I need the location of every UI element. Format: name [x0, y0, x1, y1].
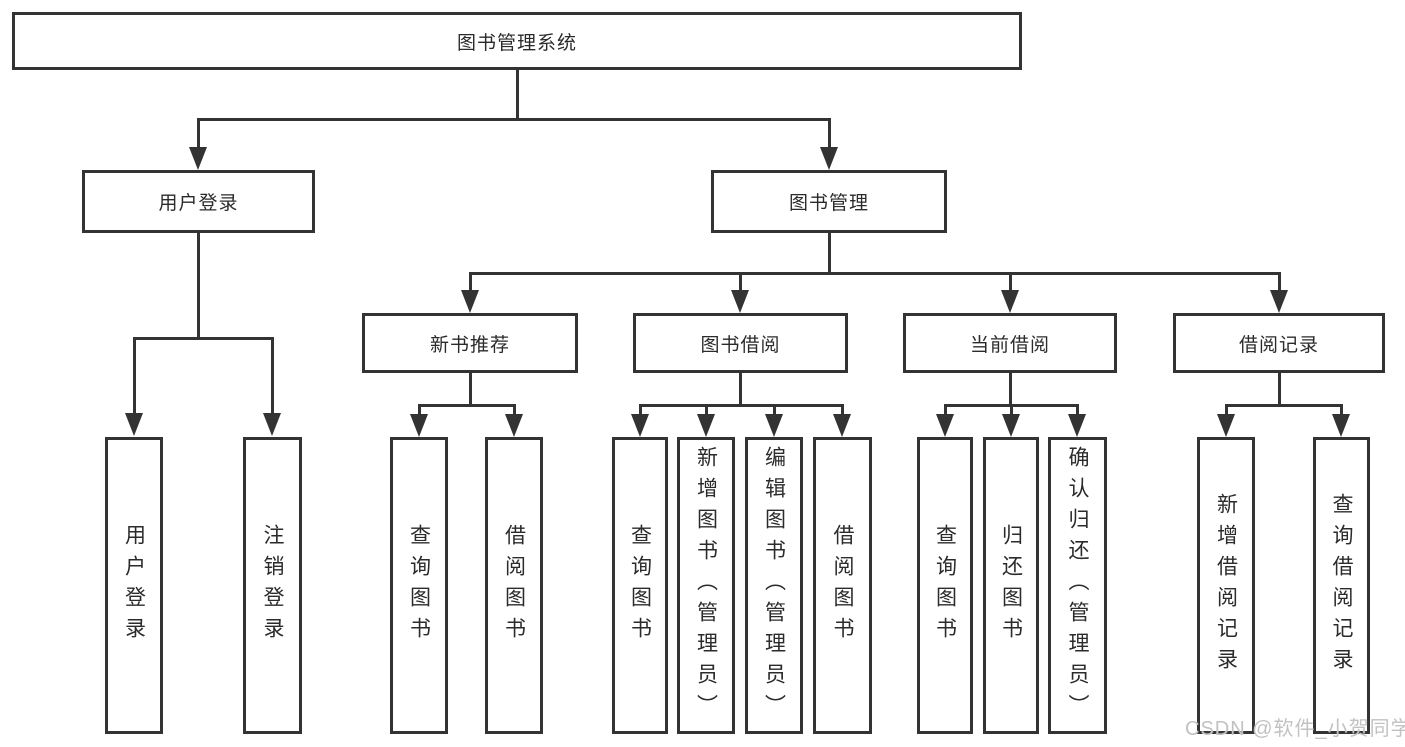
node-cb-return-books: 归还图书: [983, 437, 1039, 734]
connector-root-hline: [197, 118, 831, 121]
node-user-login-branch: 用户登录: [82, 170, 315, 233]
connector-mgmt-s4-shaft: [1278, 272, 1281, 294]
node-cb-confirm-return-admin-label: 确认归还（管理员）: [1066, 446, 1089, 725]
arrowhead-user-leaf2-icon: [263, 413, 281, 436]
connector-root-stem: [516, 70, 519, 118]
connector-user-leaf2-shaft: [271, 337, 274, 417]
arrowhead-newbook-l2-icon: [505, 414, 523, 437]
arrowhead-current-icon: [1001, 290, 1019, 313]
arrowhead-current-l1-icon: [936, 414, 954, 437]
node-user-login-leaf-label: 用户登录: [122, 523, 146, 648]
connector-mgmt-s1-shaft: [469, 272, 472, 294]
arrowhead-new-book-icon: [461, 290, 479, 313]
connector-borrowing-l3-shaft: [773, 404, 776, 418]
node-system-root-label: 图书管理系统: [456, 32, 577, 54]
connector-current-stem: [1009, 373, 1012, 407]
connector-root-to-mgmt-shaft: [828, 118, 831, 152]
arrowhead-borrowing-l3-icon: [765, 414, 783, 437]
node-bb-add-books-admin: 新增图书（管理员）: [677, 437, 735, 734]
arrowhead-borrowing-l2-icon: [697, 414, 715, 437]
node-book-borrowing: 图书借阅: [633, 313, 848, 373]
arrowhead-borrowing-l4-icon: [833, 414, 851, 437]
node-borrowing-records: 借阅记录: [1173, 313, 1385, 373]
node-nb-borrow-books-label: 借阅图书: [502, 523, 526, 648]
connector-mgmt-hline: [469, 272, 1281, 275]
node-bb-edit-books-admin-label: 编辑图书（管理员）: [762, 446, 786, 725]
connector-newbook-l2-shaft: [513, 404, 516, 418]
connector-user-hline: [133, 337, 274, 340]
connector-borrowing-hline: [639, 404, 844, 407]
node-cb-confirm-return-admin: 确认归还（管理员）: [1048, 437, 1107, 734]
arrowhead-newbook-l1-icon: [410, 414, 428, 437]
node-br-query-record-label: 查询借阅记录: [1330, 492, 1353, 679]
arrowhead-borrowing-l1-icon: [631, 414, 649, 437]
node-book-management-label: 图书管理: [788, 193, 869, 214]
node-bb-borrow-books: 借阅图书: [813, 437, 872, 734]
node-bb-add-books-admin-label: 新增图书（管理员）: [694, 446, 718, 725]
node-br-add-record-label: 新增借阅记录: [1214, 492, 1238, 679]
node-bb-borrow-books-label: 借阅图书: [831, 523, 854, 648]
connector-records-l2-shaft: [1340, 404, 1343, 418]
node-new-book-recommend-label: 新书推荐: [429, 334, 510, 356]
connector-borrowing-l1-shaft: [639, 404, 642, 418]
arrowhead-user-leaf1-icon: [125, 413, 143, 436]
node-book-borrowing-label: 图书借阅: [700, 334, 781, 356]
node-nb-query-books: 查询图书: [390, 437, 448, 734]
arrowhead-to-user-login-icon: [189, 147, 207, 170]
connector-newbook-hline: [418, 404, 516, 407]
connector-root-to-user-shaft: [197, 118, 200, 152]
connector-user-stem: [197, 233, 200, 337]
connector-current-l3-shaft: [1076, 404, 1079, 418]
arrowhead-to-book-mgmt-icon: [820, 147, 838, 170]
connector-borrowing-l2-shaft: [705, 404, 708, 418]
connector-newbook-stem: [469, 373, 472, 407]
node-book-management: 图书管理: [711, 170, 947, 233]
node-nb-borrow-books: 借阅图书: [485, 437, 543, 734]
node-new-book-recommend: 新书推荐: [362, 313, 578, 373]
node-cb-query-books: 查询图书: [917, 437, 973, 734]
arrowhead-records-l2-icon: [1332, 414, 1350, 437]
connector-borrowing-l4-shaft: [841, 404, 844, 418]
connector-records-hline: [1225, 404, 1343, 407]
node-current-borrowing-label: 当前借阅: [969, 334, 1050, 356]
connector-newbook-l1-shaft: [418, 404, 421, 418]
connector-mgmt-s3-shaft: [1009, 272, 1012, 294]
connector-borrowing-stem: [739, 373, 742, 407]
arrowhead-borrowing-icon: [731, 290, 749, 313]
node-system-root: 图书管理系统: [12, 12, 1022, 70]
arrowhead-current-l2-icon: [1002, 414, 1020, 437]
arrowhead-records-icon: [1270, 290, 1288, 313]
arrowhead-current-l3-icon: [1068, 414, 1086, 437]
node-user-login-leaf: 用户登录: [105, 437, 163, 734]
connector-mgmt-stem: [828, 233, 831, 275]
node-bb-query-books: 查询图书: [612, 437, 668, 734]
node-logout-leaf-label: 注销登录: [261, 523, 284, 648]
node-cb-query-books-label: 查询图书: [933, 523, 957, 648]
node-bb-query-books-label: 查询图书: [628, 523, 652, 648]
node-br-query-record: 查询借阅记录: [1313, 437, 1370, 734]
node-bb-edit-books-admin: 编辑图书（管理员）: [745, 437, 803, 734]
connector-mgmt-s2-shaft: [739, 272, 742, 294]
csdn-watermark: CSDN @软件_小贺同学: [1185, 718, 1405, 740]
connector-user-leaf1-shaft: [133, 337, 136, 417]
node-nb-query-books-label: 查询图书: [407, 523, 431, 648]
connector-records-l1-shaft: [1225, 404, 1228, 418]
node-borrowing-records-label: 借阅记录: [1238, 334, 1319, 356]
arrowhead-records-l1-icon: [1217, 414, 1235, 437]
connector-current-l2-shaft: [1010, 404, 1013, 418]
connector-current-l1-shaft: [944, 404, 947, 418]
connector-records-stem: [1278, 373, 1281, 407]
node-logout-leaf: 注销登录: [243, 437, 302, 734]
node-cb-return-books-label: 归还图书: [999, 523, 1023, 648]
node-br-add-record: 新增借阅记录: [1197, 437, 1255, 734]
node-user-login-branch-label: 用户登录: [158, 193, 239, 214]
node-current-borrowing: 当前借阅: [903, 313, 1117, 373]
